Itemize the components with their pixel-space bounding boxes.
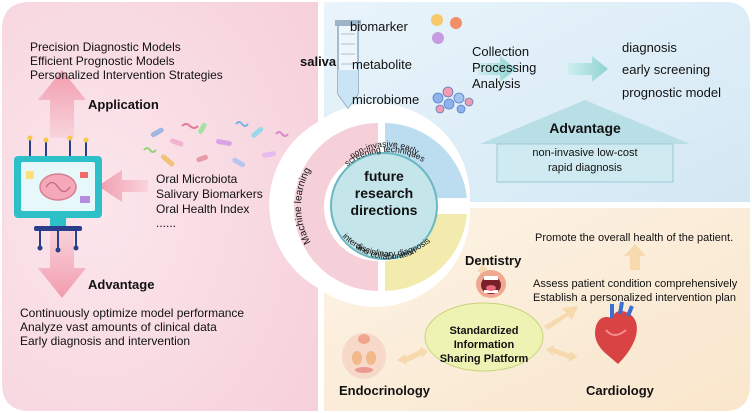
arrow-endocrinology-platform (397, 347, 428, 365)
advantage-item-3: Early diagnosis and intervention (20, 334, 191, 348)
advantage-item-1: Continuously optimize model performance (20, 306, 245, 320)
arrow-to-advantage (38, 228, 86, 298)
cardiology-label: Cardiology (586, 383, 654, 398)
advantage-roof (480, 100, 690, 144)
assess-text: Assess patient condition comprehensively (533, 278, 738, 290)
platform-line-3: Sharing Platform (439, 353, 529, 365)
outcome-diagnosis: diagnosis (622, 40, 677, 55)
center-core (330, 152, 438, 260)
segment-top (385, 123, 467, 198)
center-title-line-3: directions (350, 202, 418, 218)
platform-line-2: Information (453, 339, 515, 351)
process-analysis: Analysis (472, 76, 521, 91)
process-processing: Processing (472, 60, 537, 75)
computer-icon (14, 135, 102, 253)
application-item-1: Precision Diagnostic Models (30, 40, 181, 54)
endocrine-icon (342, 333, 386, 379)
platform-ellipse (424, 302, 544, 372)
bottom-right-panel (324, 208, 750, 411)
data-source-2: Salivary Biomarkers (156, 187, 263, 201)
advantage-box (496, 143, 674, 183)
arrow-cardiology-platform (546, 345, 578, 362)
endocrinology-label: Endocrinology (339, 383, 430, 398)
segment-left (294, 123, 378, 291)
component-biomarker: biomarker (350, 19, 408, 34)
saliva-label: saliva (300, 54, 337, 69)
establish-text: Establish a personalized intervention pl… (533, 292, 737, 304)
advantage-item-2: Analyze vast amounts of clinical data (20, 320, 217, 334)
component-microbiome: microbiome (352, 92, 420, 107)
platform-line-1: Standardized (449, 325, 519, 337)
outcome-prognostic-model: prognostic model (622, 85, 721, 100)
advantage-title-top: Advantage (549, 120, 621, 136)
data-source-4: ...... (156, 216, 177, 230)
component-metabolite: metabolite (352, 57, 412, 72)
segment-bottom (385, 214, 467, 291)
heart-icon (595, 301, 637, 364)
biomarker-icon (431, 14, 462, 44)
microbiome-icon (432, 86, 474, 114)
outcome-early-screening: early screening (622, 62, 711, 77)
advantage-line-1: non-invasive low-cost (532, 147, 638, 159)
data-source-1: Oral Microbiota (156, 172, 238, 186)
advantage-line-2: rapid diagnosis (548, 162, 622, 174)
bacteria-icon (143, 121, 289, 168)
arrow-up-promote (624, 244, 646, 270)
arrow-to-process (478, 56, 516, 82)
promote-text: Promote the overall health of the patien… (535, 232, 734, 244)
application-title: Application (88, 97, 159, 112)
arrow-to-application (38, 70, 86, 138)
arrow-from-data (98, 170, 148, 202)
application-item-3: Personalized Intervention Strategies (30, 68, 223, 82)
left-panel (2, 2, 318, 411)
center-title-line-2: research (354, 185, 414, 201)
data-source-3: Oral Health Index (156, 202, 250, 216)
advantage-title-left: Advantage (88, 277, 155, 292)
process-collection: Collection (472, 44, 530, 59)
application-item-2: Efficient Prognostic Models (30, 54, 175, 68)
arrow-to-outcomes (568, 56, 608, 82)
mouth-icon (476, 270, 506, 298)
arrow-to-assess (544, 306, 578, 330)
saliva-tube-icon (335, 20, 361, 110)
dentistry-label: Dentistry (465, 253, 522, 268)
center-title-line-1: future (364, 168, 404, 184)
